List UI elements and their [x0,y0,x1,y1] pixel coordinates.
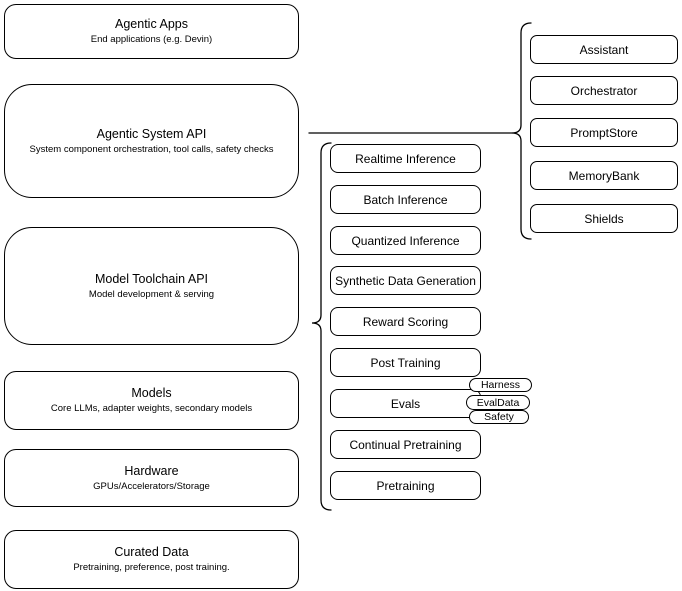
toolchain-item-continual-pretraining: Continual Pretraining [330,430,481,459]
hardware-box: Hardware GPUs/Accelerators/Storage [4,449,299,507]
toolchain-item-evals: Evals [330,389,481,418]
component-memorybank: MemoryBank [530,161,678,190]
toolchain-item-realtime-inference: Realtime Inference [330,144,481,173]
agentic-system-api-title: Agentic System API [96,126,207,141]
component-assistant: Assistant [530,35,678,64]
agentic-apps-title: Agentic Apps [115,17,188,31]
toolchain-item-reward-scoring: Reward Scoring [330,307,481,336]
toolchain-item-synthetic-data-generation: Synthetic Data Generation [330,266,481,295]
component-shields: Shields [530,204,678,233]
model-toolchain-api-box: Model Toolchain API Model development & … [4,227,299,345]
component-promptstore: PromptStore [530,118,678,147]
toolchain-item-pretraining: Pretraining [330,471,481,500]
curated-data-box: Curated Data Pretraining, preference, po… [4,530,299,589]
models-box: Models Core LLMs, adapter weights, secon… [4,371,299,430]
model-toolchain-api-title: Model Toolchain API [94,271,209,286]
toolchain-brace [311,142,332,511]
components-brace [511,22,532,240]
agentic-system-api-box: Agentic System API System component orch… [4,84,299,198]
models-title: Models [131,386,172,400]
evals-tag-harness: Harness [469,378,532,392]
agentic-apps-box: Agentic Apps End applications (e.g. Devi… [4,4,299,59]
toolchain-item-batch-inference: Batch Inference [330,185,481,214]
model-toolchain-api-subtitle: Model development & serving [88,288,215,300]
hardware-title: Hardware [124,463,179,478]
agentic-apps-subtitle: End applications (e.g. Devin) [90,34,213,45]
evals-tag-safety: Safety [469,410,529,424]
curated-data-subtitle: Pretraining, preference, post training. [73,562,230,573]
toolchain-item-post-training: Post Training [330,348,481,377]
models-subtitle: Core LLMs, adapter weights, secondary mo… [50,403,253,414]
evals-tag-evaldata: EvalData [466,395,530,410]
curated-data-title: Curated Data [114,545,189,559]
component-orchestrator: Orchestrator [530,76,678,105]
toolchain-item-quantized-inference: Quantized Inference [330,226,481,255]
hardware-subtitle: GPUs/Accelerators/Storage [93,480,210,492]
agentic-system-api-subtitle: System component orchestration, tool cal… [29,143,274,155]
